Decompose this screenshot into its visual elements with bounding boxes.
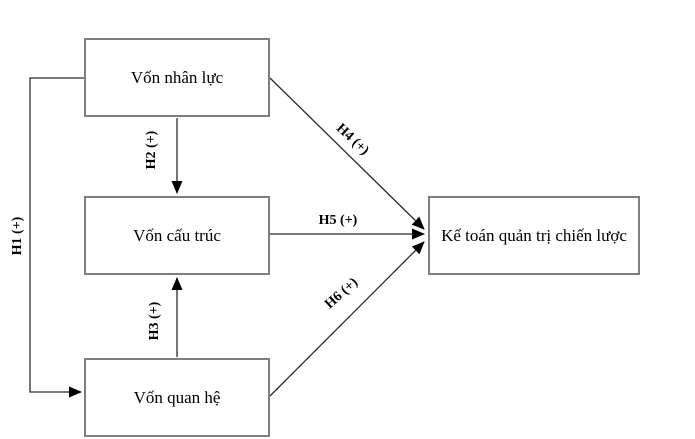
node-von-nhan-luc-label: Vốn nhân lực: [130, 67, 224, 87]
node-ke-toan-quan-tri-chien-luoc: Kế toán quản trị chiến lược: [428, 196, 640, 275]
node-von-cau-truc: Vốn cấu trúc: [84, 196, 270, 275]
node-von-quan-he: Vốn quan hệ: [84, 358, 270, 437]
edge-label-h2: H2 (+): [144, 130, 159, 170]
node-von-nhan-luc: Vốn nhân lực: [84, 38, 270, 117]
edge-label-h3: H3 (+): [147, 301, 162, 341]
edge-h1-arrow: [29, 77, 84, 398]
node-ke-toan-quan-tri-chien-luoc-label: Kế toán quản trị chiến lược: [441, 225, 627, 245]
edge-h4-arrow: [269, 77, 425, 230]
edge-label-h5: H5 (+): [318, 213, 358, 228]
edge-label-h1: H1 (+): [10, 216, 25, 256]
node-von-quan-he-label: Vốn quan hệ: [133, 387, 221, 407]
edge-h6-arrow: [269, 241, 425, 397]
node-von-cau-truc-label: Vốn cấu trúc: [133, 225, 221, 245]
